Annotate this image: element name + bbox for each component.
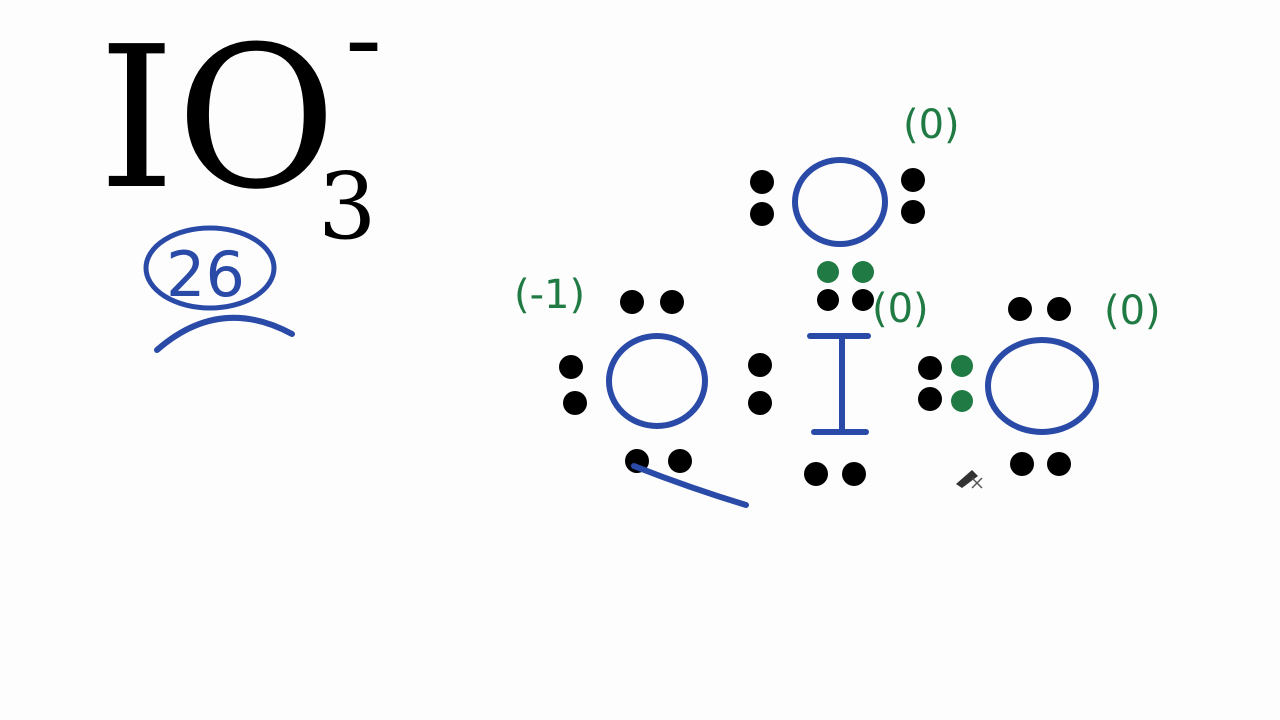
iodine-symbol <box>807 333 871 435</box>
bond-iodine-top-oxygen <box>817 261 874 311</box>
left-oxygen-lone-pair-left <box>559 355 587 415</box>
atom-top-oxygen: (0) <box>750 102 960 247</box>
left-oxygen-formal-charge: (-1) <box>514 272 585 318</box>
left-oxygen-highlight-stroke <box>631 463 749 508</box>
right-oxygen-lone-pair-top <box>1008 297 1071 321</box>
atom-right-oxygen: (0) <box>985 288 1161 476</box>
left-oxygen-symbol <box>606 333 708 429</box>
formula-element-iodine: I <box>98 5 175 233</box>
iodine-formal-charge: (0) <box>872 286 929 332</box>
atom-left-oxygen: (-1) <box>514 272 749 508</box>
atom-center-iodine: (0) <box>804 286 929 486</box>
bond-iodine-left-oxygen <box>748 353 772 415</box>
left-oxygen-lone-pair-top <box>620 290 684 314</box>
formula-subscript: 3 <box>318 153 377 260</box>
top-oxygen-lone-pair-right <box>901 168 925 224</box>
chemical-formula: I O 3 - <box>98 0 382 260</box>
formula-charge: - <box>345 0 382 102</box>
circle-annotation <box>143 225 277 311</box>
valence-electron-number: 26 <box>166 238 245 311</box>
pen-cursor-icon <box>956 470 983 489</box>
iodine-bottom-lone-pair <box>804 462 866 486</box>
top-oxygen-symbol <box>792 157 888 247</box>
bond-iodine-right-oxygen <box>918 355 973 412</box>
top-oxygen-formal-charge: (0) <box>903 102 960 148</box>
valence-electron-count: 26 <box>143 225 295 353</box>
top-oxygen-lone-pair-left <box>750 170 774 226</box>
left-oxygen-lone-pair-bottom <box>625 449 692 473</box>
underline-stroke <box>154 314 295 353</box>
right-oxygen-lone-pair-bottom <box>1010 452 1071 476</box>
right-oxygen-symbol <box>985 337 1099 435</box>
formula-element-oxygen: O <box>176 5 337 233</box>
right-oxygen-formal-charge: (0) <box>1104 288 1161 334</box>
